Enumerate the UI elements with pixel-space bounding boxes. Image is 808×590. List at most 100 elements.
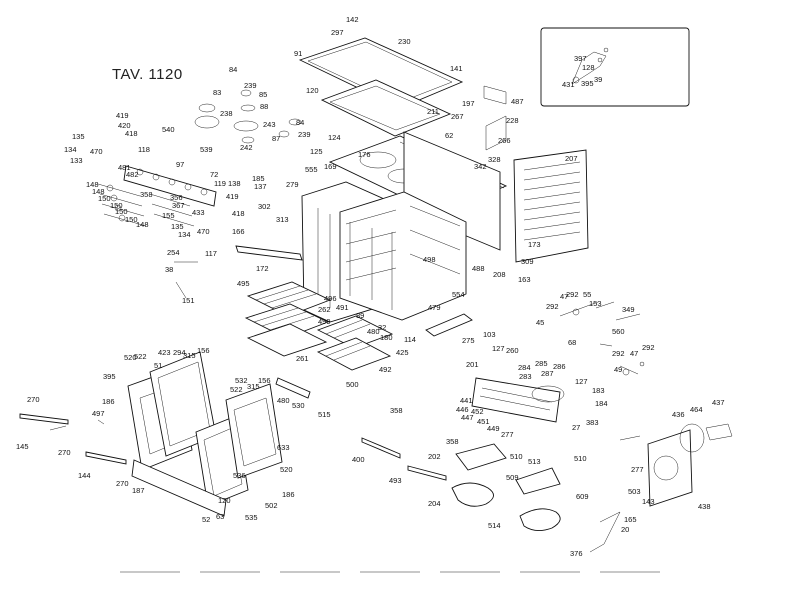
part-number-label: 540 (162, 125, 175, 134)
part-number-label: 151 (182, 296, 195, 305)
part-number-label: 555 (305, 165, 318, 174)
part-number-label: 186 (102, 397, 115, 406)
part-number-label: 185 (252, 174, 265, 183)
part-number-label: 491 (336, 303, 349, 312)
part-number-label: 141 (450, 64, 463, 73)
part-number-label: 142 (346, 15, 359, 24)
part-number-label: 117 (205, 249, 217, 258)
part-number-label: 488 (472, 264, 485, 273)
part-number-label: 418 (232, 209, 245, 218)
part-number-label: 283 (519, 372, 532, 381)
part-number-label: 328 (488, 155, 501, 164)
part-number-label: 145 (16, 442, 29, 451)
part-number-label: 279 (286, 180, 299, 189)
part-number-label: 267 (451, 112, 464, 121)
part-number-label: 425 (396, 348, 409, 357)
part-number-label: 84 (296, 118, 304, 127)
part-number-label: 150 (98, 194, 111, 203)
part-number-label: 45 (536, 318, 544, 327)
part-number-label: 522 (230, 385, 243, 394)
part-number-label: 180 (380, 333, 393, 342)
part-number-label: 119 (214, 179, 226, 188)
part-number-label: 441 (460, 396, 473, 405)
part-number-label: 358 (140, 190, 153, 199)
part-number-label: 495 (237, 279, 250, 288)
part-number-label: 447 (461, 413, 474, 422)
part-number-label: 487 (511, 97, 524, 106)
part-number-label: 118 (138, 145, 150, 154)
part-number-label: 38 (165, 265, 173, 274)
part-number-label: 211 (427, 107, 439, 116)
part-number-label: 514 (488, 521, 501, 530)
part-number-label: 166 (232, 227, 245, 236)
part-number-label: 83 (213, 88, 221, 97)
part-number-label: 134 (178, 230, 191, 239)
part-number-label: 183 (592, 386, 605, 395)
part-number-label: 423 (158, 348, 171, 357)
part-number-label: 124 (328, 133, 341, 142)
part-number-label: 420 (118, 121, 131, 130)
part-number-label: 520 (124, 353, 137, 362)
part-number-label: 342 (474, 162, 487, 171)
part-number-label: 228 (506, 116, 519, 125)
part-number-label: 135 (171, 222, 184, 231)
part-number-label: 88 (260, 102, 268, 111)
part-number-label: 72 (210, 170, 218, 179)
part-number-label: 20 (621, 525, 629, 534)
part-number-label: 239 (244, 81, 257, 90)
part-number-label: 470 (197, 227, 210, 236)
part-number-label: 470 (90, 147, 103, 156)
part-number-label: 510 (574, 454, 587, 463)
part-number-label: 284 (518, 363, 531, 372)
part-number-label: 530 (292, 401, 305, 410)
part-number-label: 156 (258, 376, 271, 385)
part-number-label: 446 (456, 405, 469, 414)
part-number-label: 480 (277, 396, 290, 405)
part-number-label: 165 (624, 515, 637, 524)
part-number-label: 383 (586, 418, 599, 427)
part-number-label: 243 (263, 120, 276, 129)
part-number-label: 497 (92, 409, 105, 418)
part-number-label: 91 (294, 49, 302, 58)
part-number-label: 55 (583, 290, 591, 299)
part-number-label: 376 (570, 549, 583, 558)
part-number-label: 492 (379, 365, 392, 374)
part-number-label: 176 (358, 150, 371, 159)
part-number-label: 208 (493, 270, 506, 279)
part-number-label: 62 (445, 131, 453, 140)
part-number-label: 520 (280, 465, 293, 474)
part-number-label: 52 (202, 515, 210, 524)
part-number-label: 47 (560, 292, 568, 301)
part-number-label: 51 (154, 361, 162, 370)
part-number-label: 481 (118, 163, 131, 172)
part-number-label: 294 (173, 348, 186, 357)
part-number-label: 292 (612, 349, 625, 358)
part-number-label: 163 (518, 275, 531, 284)
part-number-label: 173 (528, 240, 541, 249)
part-number-label: 150 (125, 215, 138, 224)
part-number-label: 103 (483, 330, 496, 339)
part-number-label: 266 (498, 136, 511, 145)
part-number-label: 270 (58, 448, 71, 457)
part-number-label: 87 (272, 134, 280, 143)
part-number-label: 313 (276, 215, 289, 224)
part-number-label: 395 (103, 372, 116, 381)
part-number-label: 513 (528, 457, 541, 466)
part-number-label: 554 (452, 290, 465, 299)
part-number-label: 480 (367, 327, 380, 336)
part-number-label: 536 (233, 471, 246, 480)
part-number-label: 438 (698, 502, 711, 511)
part-number-label: 285 (535, 359, 548, 368)
part-number-label: 509 (506, 473, 519, 482)
part-number-label: 120 (218, 496, 231, 505)
part-number-label: 127 (575, 377, 588, 386)
part-number-label: 262 (318, 305, 331, 314)
part-number-label: 261 (296, 354, 309, 363)
part-number-label: 397 (574, 54, 587, 63)
part-number-label: 148 (136, 220, 149, 229)
part-number-label: 349 (622, 305, 635, 314)
part-number-label: 431 (562, 80, 575, 89)
part-number-label: 150 (110, 201, 123, 210)
part-number-label: 358 (446, 437, 459, 446)
